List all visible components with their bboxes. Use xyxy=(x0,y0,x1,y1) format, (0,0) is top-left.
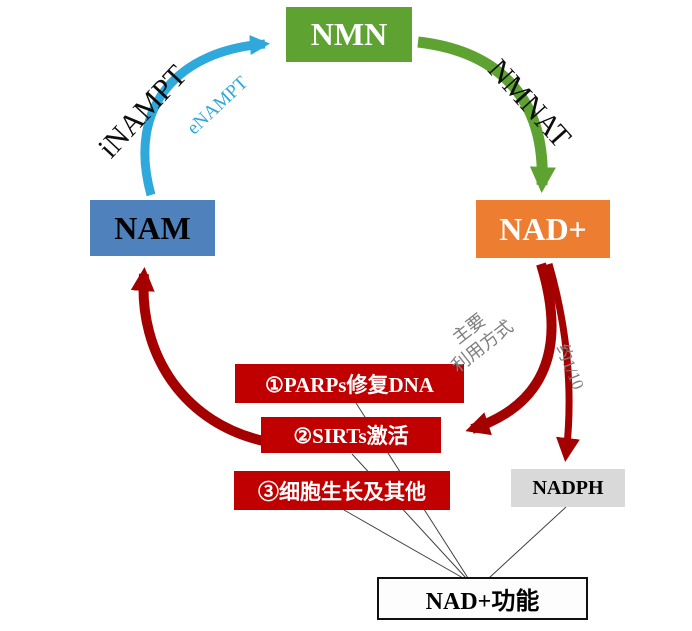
nam-to-nmn-arrow xyxy=(140,35,270,197)
nmn-to-nad-arrow xyxy=(417,36,556,193)
node-nad: NAD+ xyxy=(476,200,610,258)
node-nad-function: NAD+功能 xyxy=(377,577,588,620)
function-item-sirts: ②SIRTs激活 xyxy=(261,417,441,453)
node-nam: NAM xyxy=(90,200,215,256)
connector-line-nadph xyxy=(488,506,567,579)
node-nadph: NADPH xyxy=(511,469,625,507)
node-nmn: NMN xyxy=(286,7,412,62)
nad-to-nadph-arrow xyxy=(545,263,580,462)
connector-line-growth xyxy=(343,509,464,579)
function-item-growth: ③细胞生长及其他 xyxy=(234,471,450,510)
function-item-parps: ①PARPs修复DNA xyxy=(235,364,464,403)
nad-to-functions-arrow xyxy=(465,262,557,436)
functions-to-nam-arrow xyxy=(130,267,269,447)
